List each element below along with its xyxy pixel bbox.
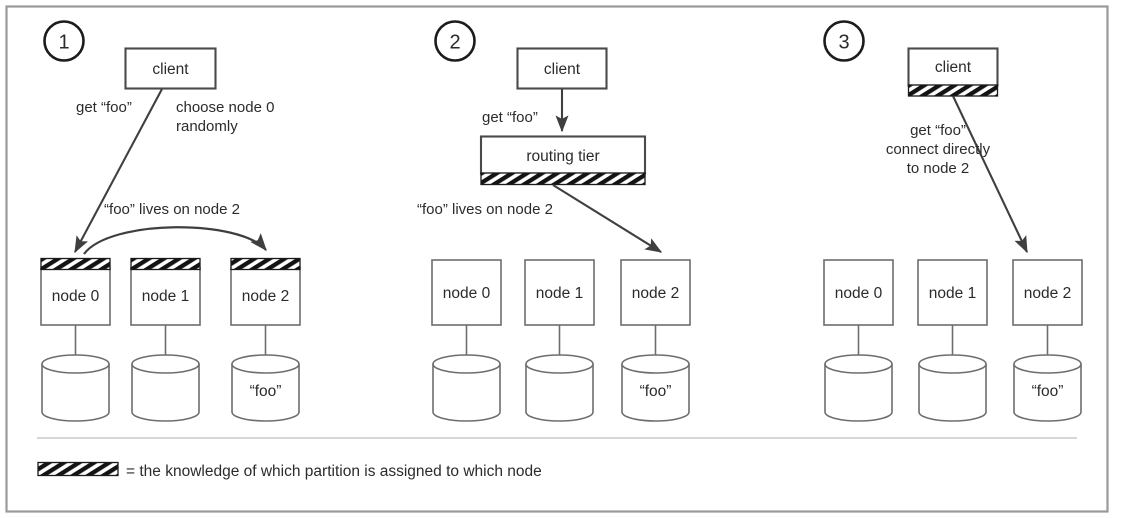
node-box-label: node 1 <box>536 285 583 302</box>
node-box-label: node 2 <box>1024 285 1071 302</box>
annotation-get-foo-2: get “foo” <box>482 109 538 126</box>
annotation-choose-node-0: choose node 0 <box>176 99 274 116</box>
hatched-bar-swatch-icon <box>37 461 119 477</box>
node-box-1-panel-2[interactable]: node 1 <box>524 259 595 326</box>
client-box-label: client <box>544 61 581 78</box>
step-badge-label: 3 <box>838 32 849 54</box>
node-box-1-panel-3[interactable]: node 1 <box>917 259 988 326</box>
node-box-label: node 1 <box>142 288 189 305</box>
step-badge-label: 1 <box>58 32 69 54</box>
client-box-2[interactable]: client <box>516 47 608 90</box>
datastore-cylinder-2-panel-3: “foo” <box>1013 354 1082 422</box>
hatched-bar <box>480 172 646 186</box>
step-badge-1: 1 <box>43 20 85 62</box>
node-box-label: node 2 <box>632 285 679 302</box>
panel-1: 1 client get “foo” choose node 0 randoml… <box>40 20 301 422</box>
arrow-client-to-node2 <box>952 95 1028 254</box>
annotation-foo-lives-on-node2-2: “foo” lives on node 2 <box>417 201 553 218</box>
panel-2: 2 client get “foo” routing tier “foo” li… <box>417 20 691 422</box>
legend-text: = the knowledge of which partition is as… <box>126 463 542 480</box>
node-box-label: node 0 <box>835 285 883 302</box>
node-box-2-panel-2[interactable]: node 2 <box>620 259 691 326</box>
legend: = the knowledge of which partition is as… <box>37 461 542 480</box>
hatched-bar <box>230 257 301 271</box>
node-box-0-panel-1[interactable]: node 0 <box>40 257 111 326</box>
step-badge-3: 3 <box>823 20 865 62</box>
client-box-label: client <box>152 61 189 78</box>
datastore-cylinder-1-panel-2 <box>525 354 594 422</box>
annotation-get-foo-3: get “foo” <box>910 122 966 139</box>
datastore-cylinder-1-panel-3 <box>918 354 987 422</box>
datastore-cylinder-2-panel-2: “foo” <box>621 354 690 422</box>
annotation-connect-directly: connect directly <box>886 141 991 158</box>
routing-tier-label: routing tier <box>526 148 599 165</box>
datastore-cylinder-2-panel-1: “foo” <box>231 354 300 422</box>
hatched-bar <box>130 257 201 271</box>
datastore-cylinder-1-panel-1 <box>131 354 200 422</box>
arc-node0-to-node2 <box>83 226 267 255</box>
node-box-label: node 1 <box>929 285 976 302</box>
hatched-bar <box>40 257 111 271</box>
arrow-client-to-node0 <box>74 88 163 254</box>
node-box-label: node 0 <box>52 288 100 305</box>
hatched-bar <box>907 84 999 97</box>
step-badge-label: 2 <box>449 32 460 54</box>
panel-3: 3 client get “foo” connect directly to n… <box>823 20 1083 422</box>
datastore-label: “foo” <box>640 383 672 400</box>
annotation-get-foo-1: get “foo” <box>76 99 132 116</box>
datastore-cylinder-0-panel-3 <box>824 354 893 422</box>
datastore-label: “foo” <box>250 383 282 400</box>
datastore-cylinder-0-panel-1 <box>41 354 110 422</box>
node-box-0-panel-2[interactable]: node 0 <box>431 259 502 326</box>
node-box-2-panel-1[interactable]: node 2 <box>230 257 301 326</box>
datastore-label: “foo” <box>1032 383 1064 400</box>
arrow-router-to-node2 <box>552 184 663 253</box>
client-box-1[interactable]: client <box>124 47 217 90</box>
node-box-label: node 0 <box>443 285 491 302</box>
node-box-0-panel-3[interactable]: node 0 <box>823 259 894 326</box>
client-box-3[interactable]: client <box>907 47 999 97</box>
routing-tier-box[interactable]: routing tier <box>479 135 647 186</box>
annotation-foo-lives-on-node2-1: “foo” lives on node 2 <box>104 201 240 218</box>
client-box-label: client <box>935 59 972 76</box>
annotation-randomly: randomly <box>176 118 238 135</box>
node-box-1-panel-1[interactable]: node 1 <box>130 257 201 326</box>
annotation-to-node-2: to node 2 <box>907 160 970 177</box>
node-box-2-panel-3[interactable]: node 2 <box>1012 259 1083 326</box>
node-box-label: node 2 <box>242 288 289 305</box>
step-badge-2: 2 <box>434 20 476 62</box>
datastore-cylinder-0-panel-2 <box>432 354 501 422</box>
